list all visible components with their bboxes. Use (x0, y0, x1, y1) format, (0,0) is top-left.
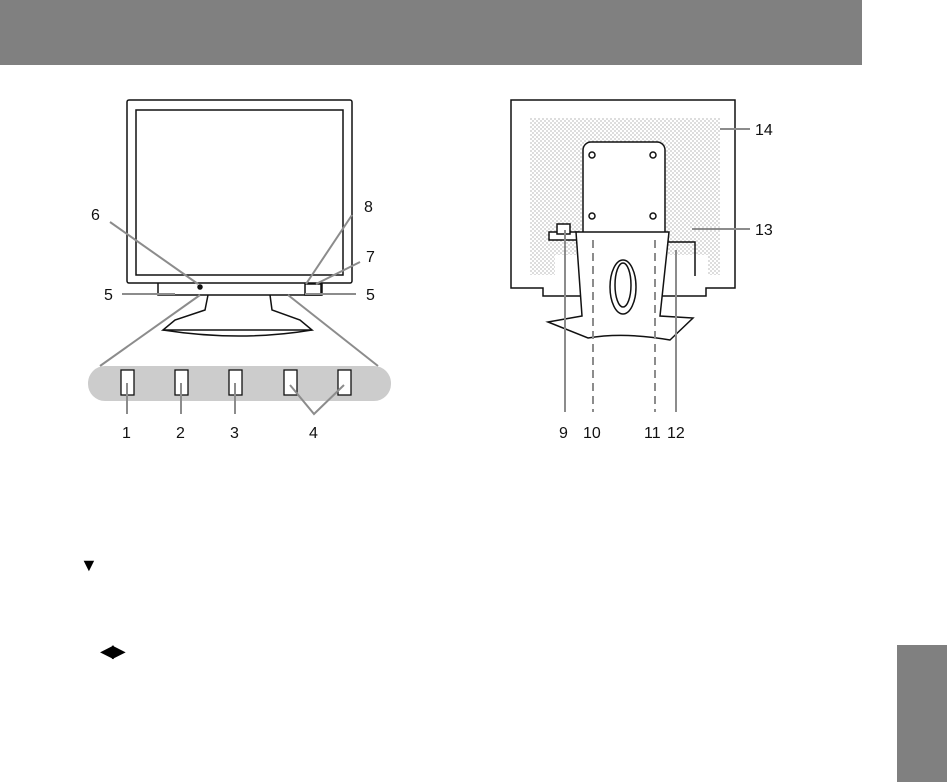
label-14: 14 (755, 122, 773, 139)
left-right-triangle-icon: ◀▶ (100, 641, 126, 661)
label-9: 9 (559, 425, 568, 442)
front-leader-lines (99, 214, 379, 367)
label-5-right: 5 (366, 287, 375, 304)
button-4b (337, 369, 352, 396)
label-11: 11 (644, 425, 661, 442)
label-10: 10 (583, 425, 601, 442)
label-12: 12 (667, 425, 685, 442)
front-view-diagram (126, 99, 353, 337)
rear-view-diagram (510, 99, 736, 341)
sensor (197, 284, 203, 290)
label-5-left: 5 (104, 287, 113, 304)
rear-leader-lines (564, 128, 750, 412)
label-8: 8 (364, 199, 373, 216)
monitor-bezel (126, 99, 353, 284)
label-4: 4 (309, 425, 318, 442)
label-7: 7 (366, 249, 375, 266)
label-13: 13 (755, 222, 773, 239)
section-side-tab (897, 645, 947, 782)
monitor-screen (135, 109, 344, 276)
label-6: 6 (91, 207, 100, 224)
page-header-bar (0, 0, 862, 65)
monitor-stand (160, 294, 315, 331)
label-2: 2 (176, 425, 185, 442)
down-triangle-icon: ▼ (80, 555, 98, 575)
monitor-bottom-edge (157, 283, 323, 296)
label-3: 3 (230, 425, 239, 442)
label-1: 1 (122, 425, 131, 442)
